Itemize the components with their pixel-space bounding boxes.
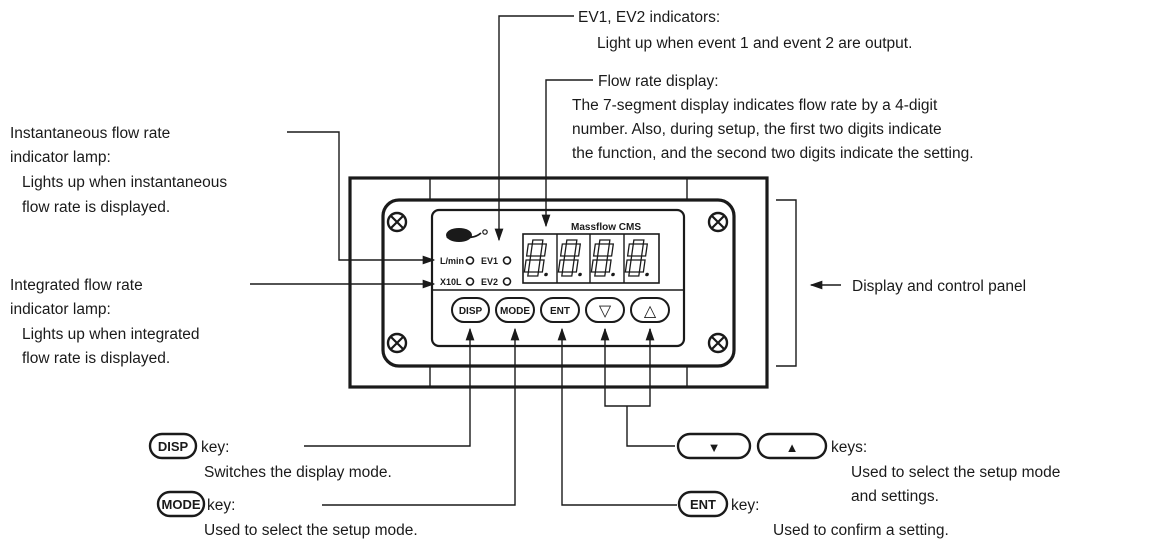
led-label-x10l: X10L	[440, 277, 462, 287]
screw-bottom-left-icon	[386, 332, 408, 354]
digit-3	[590, 239, 615, 277]
seven-segment-display	[522, 233, 660, 284]
instantaneous-title-2: indicator lamp:	[10, 149, 111, 166]
ent-leader-line	[557, 327, 677, 506]
digit-4	[624, 239, 649, 277]
down-key-legend: ▼	[676, 432, 752, 460]
flow-leader-line	[541, 79, 593, 228]
flow-title: Flow rate display:	[598, 73, 719, 90]
led-lmin	[465, 256, 475, 265]
mode-legend-desc: Used to select the setup mode.	[204, 522, 418, 539]
ent-key[interactable]: ENT	[540, 297, 580, 323]
instantaneous-desc-1: Lights up when instantaneous	[22, 174, 227, 191]
led-ev2	[502, 277, 512, 286]
integrated-desc-1: Lights up when integrated	[22, 326, 200, 343]
arrows-legend-desc-1: Used to select the setup mode	[851, 464, 1060, 481]
led-label-ev1: EV1	[481, 256, 498, 266]
disp-leader-line	[304, 327, 475, 447]
mode-leader-line	[322, 327, 520, 506]
flow-desc-1: The 7-segment display indicates flow rat…	[572, 97, 938, 114]
mode-legend-key: MODE	[162, 497, 201, 512]
down-legend-icon: ▼	[708, 440, 721, 455]
integrated-desc-2: flow rate is displayed.	[22, 350, 170, 367]
arrows-legend-desc-2: and settings.	[851, 488, 939, 505]
flow-desc-2: number. Also, during setup, the first tw…	[572, 121, 942, 138]
instantaneous-desc-2: flow rate is displayed.	[22, 199, 170, 216]
disp-key-label: DISP	[459, 306, 483, 317]
disp-legend-key: DISP	[158, 439, 189, 454]
ent-legend-desc: Used to confirm a setting.	[773, 522, 949, 539]
arrows-legend-suffix: keys:	[831, 439, 867, 456]
device-housing	[348, 176, 769, 389]
integrated-title-1: Integrated flow rate	[10, 277, 143, 294]
arrow-keys-leader-line	[626, 406, 675, 447]
up-key[interactable]: △	[630, 297, 670, 323]
down-key-icon: ▽	[599, 303, 612, 320]
instantaneous-leader-line	[287, 131, 436, 265]
disp-key-legend: DISP	[148, 432, 198, 460]
integrated-title-2: indicator lamp:	[10, 301, 111, 318]
ent-key-label: ENT	[550, 306, 570, 317]
led-x10l	[465, 277, 475, 286]
up-key-legend: ▲	[756, 432, 828, 460]
led-ev1	[502, 256, 512, 265]
brand-name: Massflow CMS	[571, 222, 641, 233]
instantaneous-title-1: Instantaneous flow rate	[10, 125, 170, 142]
screw-top-right-icon	[707, 211, 729, 233]
digit-2	[557, 239, 582, 277]
disp-legend-suffix: key:	[201, 439, 229, 456]
disp-legend-desc: Switches the display mode.	[204, 464, 392, 481]
mode-legend-suffix: key:	[207, 497, 235, 514]
digit-1	[523, 239, 548, 277]
flow-desc-3: the function, and the second two digits …	[572, 145, 974, 162]
ent-key-legend: ENT	[677, 490, 729, 518]
up-key-icon: △	[644, 303, 657, 320]
led-label-ev2: EV2	[481, 277, 498, 287]
panel-label: Display and control panel	[852, 278, 1026, 295]
mode-key-label: MODE	[500, 306, 530, 317]
ev-leader-line	[494, 15, 574, 242]
up-legend-icon: ▲	[786, 440, 799, 455]
panel-bracket	[776, 199, 797, 367]
screw-top-left-icon	[386, 211, 408, 233]
mode-key[interactable]: MODE	[495, 297, 535, 323]
ev-desc: Light up when event 1 and event 2 are ou…	[597, 35, 912, 52]
down-key[interactable]: ▽	[585, 297, 625, 323]
screw-bottom-right-icon	[707, 332, 729, 354]
ent-legend-suffix: key:	[731, 497, 759, 514]
ent-legend-key: ENT	[690, 497, 716, 512]
led-label-lmin: L/min	[440, 256, 464, 266]
brand-logo-icon	[446, 228, 488, 242]
ev-title: EV1, EV2 indicators:	[578, 9, 720, 26]
disp-key[interactable]: DISP	[451, 297, 490, 323]
mode-key-legend: MODE	[156, 490, 206, 518]
